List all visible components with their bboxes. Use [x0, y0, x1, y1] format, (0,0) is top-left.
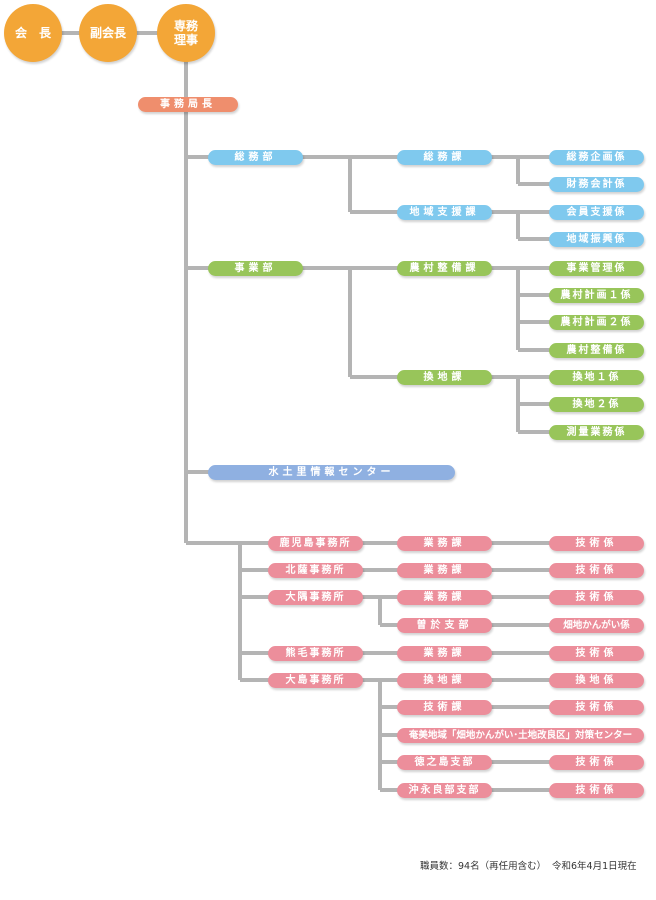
midori-info-center-node: 水土里情報センター	[208, 465, 455, 480]
amami-countermeasure-center-node: 奄美地域「畑地かんがい･土地改良区」対策センター	[397, 728, 644, 743]
oshima-technical-section-node: 技術課	[397, 700, 492, 715]
osumi-business-section-node: 業務課	[397, 590, 492, 605]
kagoshima-business-section-node: 業務課	[397, 536, 492, 551]
project-management-unit-node: 事業管理係	[549, 261, 644, 276]
member-support-unit-node: 会員支援係	[549, 205, 644, 220]
okinoerabu-branch-node: 沖永良部支部	[397, 783, 492, 798]
hokusatsu-office-node: 北薩事務所	[268, 563, 363, 578]
osumi-office-node: 大隅事務所	[268, 590, 363, 605]
rural-planning-2-unit-node: 農村計画２係	[549, 315, 644, 330]
tokunoshima-technical-unit-node: 技術係	[549, 755, 644, 770]
upland-irrigation-unit-node: 畑地かんがい係	[549, 618, 644, 633]
vice-chairman-node: 副会長	[79, 4, 137, 62]
planning-unit-node: 総務企画係	[549, 150, 644, 165]
oshima-land-section-node: 換地課	[397, 673, 492, 688]
chairman-node: 会 長	[4, 4, 62, 62]
oshima-land-unit-node: 換地係	[549, 673, 644, 688]
oshima-office-node: 大島事務所	[268, 673, 363, 688]
osumi-technical-unit-node: 技術係	[549, 590, 644, 605]
business-dept-node: 事業部	[208, 261, 303, 276]
secretariat-head-node: 事務局長	[138, 97, 238, 112]
hokusatsu-business-section-node: 業務課	[397, 563, 492, 578]
kagoshima-office-node: 鹿児島事務所	[268, 536, 363, 551]
soo-branch-node: 曽於支部	[397, 618, 492, 633]
oshima-technical-unit-node: 技術係	[549, 700, 644, 715]
survey-unit-node: 測量業務係	[549, 425, 644, 440]
regional-support-section-node: 地域支援課	[397, 205, 492, 220]
staff-count-note: 職員数：94名（再任用含む）	[420, 861, 547, 872]
kumage-technical-unit-node: 技術係	[549, 646, 644, 661]
tokunoshima-branch-node: 徳之島支部	[397, 755, 492, 770]
executive-director-node: 専務 理事	[157, 4, 215, 62]
okinoerabu-technical-unit-node: 技術係	[549, 783, 644, 798]
land-readjustment-section-node: 換地課	[397, 370, 492, 385]
regional-promotion-unit-node: 地域振興係	[549, 232, 644, 247]
land-readjustment-1-unit-node: 換地１係	[549, 370, 644, 385]
rural-maintenance-unit-node: 農村整備係	[549, 343, 644, 358]
as-of-date-note: 令和6年4月1日現在	[552, 861, 637, 872]
kumage-office-node: 熊毛事務所	[268, 646, 363, 661]
finance-unit-node: 財務会計係	[549, 177, 644, 192]
kumage-business-section-node: 業務課	[397, 646, 492, 661]
rural-planning-1-unit-node: 農村計画１係	[549, 288, 644, 303]
land-readjustment-2-unit-node: 換地２係	[549, 397, 644, 412]
hokusatsu-technical-unit-node: 技術係	[549, 563, 644, 578]
general-affairs-dept-node: 総務部	[208, 150, 303, 165]
general-affairs-section-node: 総務課	[397, 150, 492, 165]
kagoshima-technical-unit-node: 技術係	[549, 536, 644, 551]
rural-development-section-node: 農村整備課	[397, 261, 492, 276]
